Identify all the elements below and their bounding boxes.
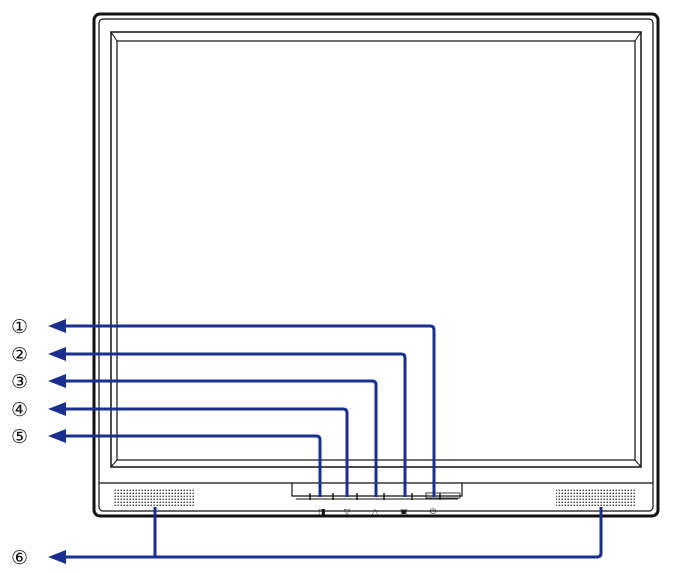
- arrowhead-3: [48, 374, 66, 388]
- up-arrow-icon[interactable]: △: [372, 507, 379, 516]
- screen-bevel-tl: [110, 31, 118, 42]
- menu-icon[interactable]: ▣: [400, 507, 408, 516]
- callout-line-4: [64, 407, 349, 497]
- inner-bezel-line: [98, 18, 654, 512]
- power-icon[interactable]: ⏻: [430, 507, 437, 516]
- callout-label-2: ②: [11, 344, 28, 366]
- down-arrow-icon[interactable]: ▽: [344, 507, 351, 516]
- arrowhead-1: [48, 319, 66, 333]
- callout-line-6: [64, 507, 603, 559]
- button-ticks: [309, 493, 441, 500]
- outer-bezel: [92, 12, 660, 518]
- callout-label-4: ④: [11, 399, 28, 421]
- callout-label-5: ⑤: [11, 426, 28, 448]
- callout-line-2: [64, 352, 407, 497]
- callout-label-6: ⑥: [11, 547, 28, 569]
- callout-labels: ① ② ③ ④ ⑤ ⑥: [11, 316, 28, 569]
- screen-bevel-bl: [110, 459, 118, 468]
- button-glyphs: ◨ ▽ △ ▣ ⏻: [318, 507, 437, 516]
- callout-arrowheads: [48, 319, 66, 564]
- speaker-grille-left: [114, 489, 195, 506]
- callout-lines: [64, 324, 603, 559]
- arrowhead-6: [48, 550, 66, 564]
- arrowhead-5: [48, 429, 66, 443]
- input-select-icon[interactable]: ◨: [318, 507, 326, 516]
- callout-line-5: [64, 434, 322, 497]
- callout-line-3: [64, 379, 378, 497]
- arrowhead-4: [48, 402, 66, 416]
- screen-bevel-tr: [634, 31, 642, 42]
- screen-bevel-br: [634, 459, 642, 468]
- callout-line-1: [64, 324, 436, 497]
- callout-label-1: ①: [11, 316, 28, 338]
- callout-label-3: ③: [11, 371, 28, 393]
- speaker-grille-right: [556, 489, 636, 506]
- arrowhead-2: [48, 347, 66, 361]
- control-panel-lip: [425, 492, 461, 499]
